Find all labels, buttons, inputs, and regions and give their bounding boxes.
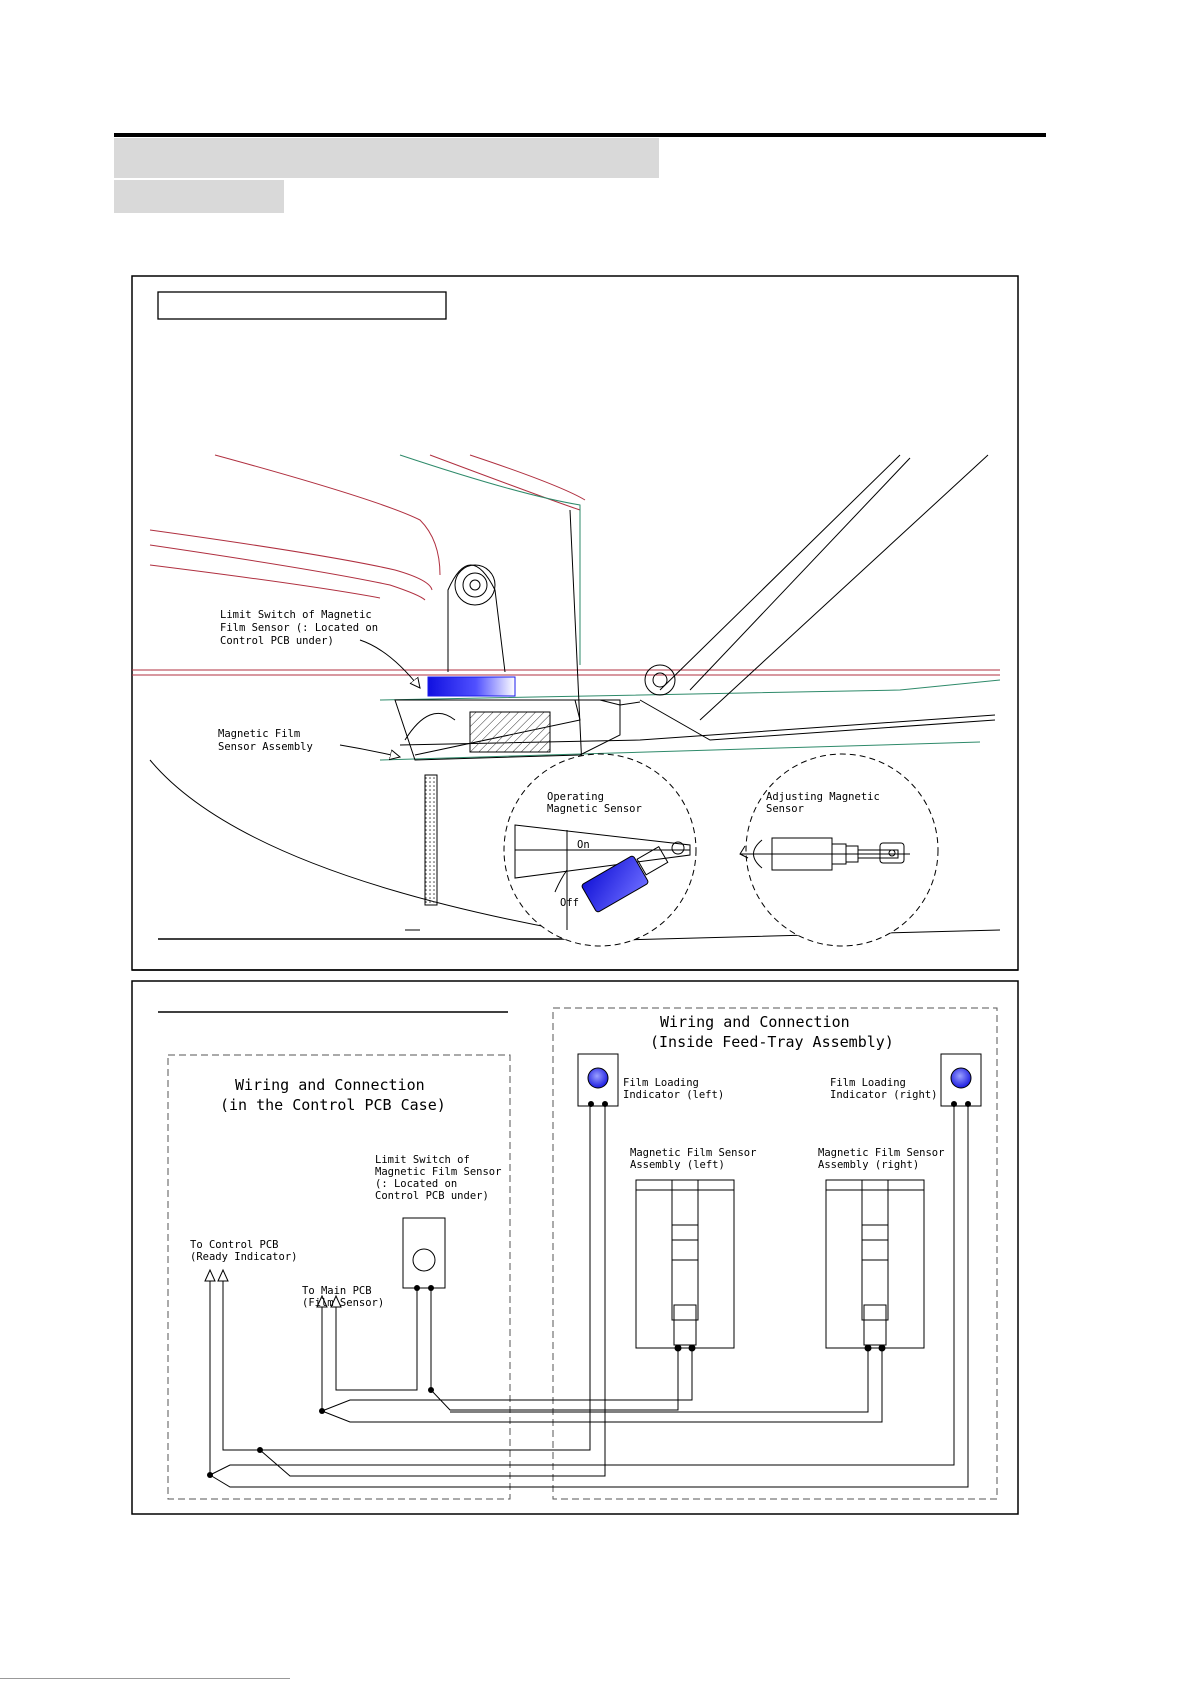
off-label: Off — [560, 897, 579, 909]
header-redacted-title — [114, 138, 659, 178]
indicator-left — [577, 1053, 619, 1107]
feed-tray-region — [552, 1007, 998, 1500]
mechanical-drawing — [132, 454, 1001, 941]
on-label: On — [577, 839, 590, 851]
wire-junctions — [207, 1387, 434, 1478]
footer-rule — [0, 1678, 290, 1679]
limit-switch-box — [402, 1217, 446, 1291]
operating-sensor-nut — [636, 841, 685, 876]
sensor-assembly-right — [825, 1179, 925, 1352]
adjusting-sensor-detail-circle — [745, 753, 939, 947]
leader-arrows — [339, 639, 420, 757]
header-redacted-subtitle — [114, 180, 284, 213]
wiring-pcb-case-title: Wiring and Connection(in the Control PCB… — [220, 1076, 446, 1114]
operating-sensor-cylinder — [581, 855, 649, 913]
sensor-assembly-left — [635, 1179, 735, 1352]
pcb-case-region — [167, 1054, 511, 1500]
lower-figure-frame — [131, 980, 1019, 1515]
upper-caption-box — [157, 291, 447, 320]
lower-labels: Wiring and Connection(in the Control PCB… — [190, 1013, 944, 1309]
indicator-right — [940, 1053, 982, 1107]
wiring-feed-tray-title: Wiring and Connection(Inside Feed-Tray A… — [650, 1013, 894, 1051]
to-control-pcb-label: To Control PCB(Ready Indicator) — [190, 1239, 297, 1263]
to-main-pcb-label: To Main PCB(Film Sensor) — [302, 1285, 384, 1309]
header-rule — [114, 133, 1046, 137]
adjusting-sensor-detail — [739, 837, 910, 871]
limit-switch-magnet-bar — [427, 676, 516, 697]
